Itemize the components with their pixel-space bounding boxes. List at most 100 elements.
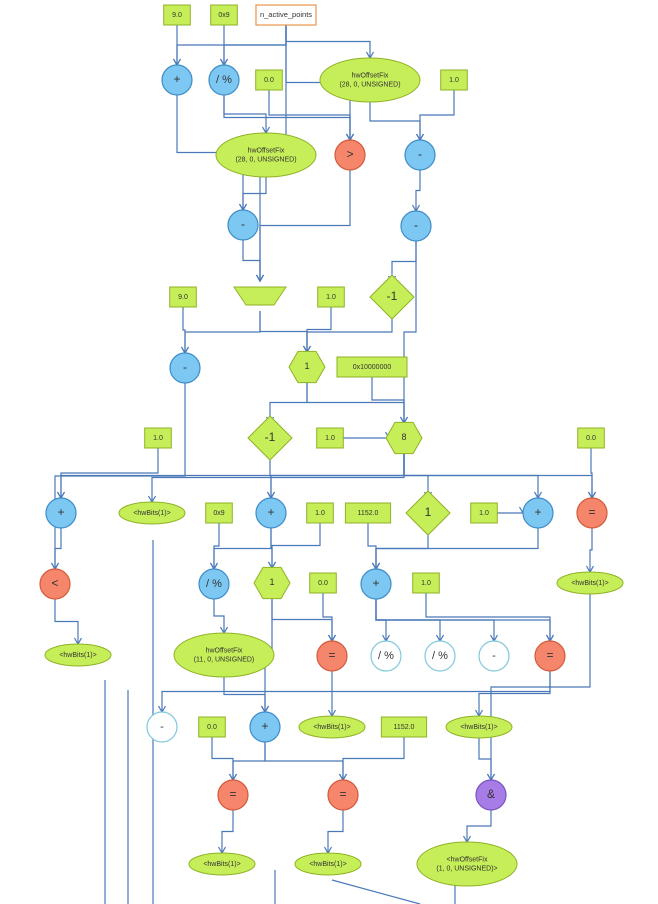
edge-c12-to-hex2 — [271, 523, 321, 568]
node-input[interactable]: n_active_points — [255, 4, 317, 26]
operator-circle — [522, 497, 554, 529]
node-op_sub3[interactable]: - — [400, 210, 432, 242]
edge-op_gt-to-mux1 — [259, 170, 351, 281]
node-e7[interactable]: <hwBits(1)> — [298, 715, 366, 739]
const-label: 1.0 — [421, 580, 431, 587]
type-ellipse — [215, 132, 317, 178]
type-label: hwOffsetFix(28, 0, UNSIGNED) — [339, 72, 400, 88]
node-e1[interactable]: hwOffsetFix(28, 0, UNSIGNED) — [215, 132, 317, 178]
node-op_add1[interactable]: + — [161, 64, 193, 96]
node-c6[interactable]: 1.0 — [317, 286, 345, 308]
type-label: <hwBits(1)> — [313, 724, 350, 731]
edge-op_mod2-to-e6 — [213, 599, 225, 633]
node-c10[interactable]: 0.0 — [577, 427, 605, 449]
node-c2[interactable]: 0x9 — [210, 4, 238, 26]
node-e10[interactable]: <hwBits(1)> — [294, 852, 362, 876]
node-op_mod4[interactable]: / % — [424, 640, 456, 672]
const-label: 1.0 — [153, 435, 163, 442]
node-op_mod1[interactable]: / % — [208, 64, 240, 96]
node-op_sub2[interactable]: - — [404, 139, 436, 171]
input-label: n_active_points — [260, 10, 312, 19]
type-ellipse — [188, 852, 256, 876]
edge-hex8-to-op_add3 — [270, 453, 405, 498]
node-op_and[interactable]: & — [475, 779, 507, 811]
node-c16[interactable]: 1.0 — [412, 572, 440, 594]
node-op_mod2[interactable]: / % — [198, 568, 230, 600]
node-e4[interactable]: <hwBits(1)> — [44, 643, 112, 667]
node-e5[interactable]: <hwBits(1)> — [556, 571, 624, 595]
type-ellipse — [44, 643, 112, 667]
edge-op_lt-to-e4 — [54, 599, 79, 644]
const-box — [163, 4, 191, 26]
operator-label: = — [229, 787, 236, 801]
node-op_eq3[interactable]: = — [534, 640, 566, 672]
node-e3[interactable]: <hwBits(1)> — [118, 501, 186, 525]
node-d2[interactable]: -1 — [247, 415, 293, 461]
operator-circle — [424, 640, 456, 672]
node-c9[interactable]: 1.0 — [316, 427, 344, 449]
node-c4[interactable]: 1.0 — [440, 69, 468, 91]
const-label: 1.0 — [315, 510, 325, 517]
node-e8[interactable]: <hwBits(1)> — [445, 715, 513, 739]
node-op_add5[interactable]: + — [360, 568, 392, 600]
node-e2[interactable]: hwOffsetFix(28, 0, UNSIGNED) — [319, 57, 421, 103]
node-op_add2[interactable]: + — [45, 497, 77, 529]
node-c14[interactable]: 1.0 — [470, 502, 498, 524]
edge-op_sub4-to-op_lt — [54, 383, 186, 569]
node-e6[interactable]: hwOffsetFix(11, 0, UNSIGNED) — [173, 632, 275, 678]
node-c3[interactable]: 0.0 — [255, 69, 283, 91]
edge-op_add4-to-op_add5 — [375, 528, 539, 569]
operator-circle — [217, 779, 249, 811]
edge-hex1-to-hex8 — [306, 382, 405, 423]
node-op_eq2[interactable]: = — [316, 640, 348, 672]
hexagon-label: 1 — [269, 577, 274, 587]
node-op_eq5[interactable]: = — [327, 779, 359, 811]
node-op_eq1[interactable]: = — [576, 497, 608, 529]
node-c11[interactable]: 0x9 — [205, 502, 233, 524]
node-op_sub6[interactable]: - — [146, 711, 178, 743]
node-mux1[interactable] — [233, 286, 287, 306]
operator-circle — [255, 497, 287, 529]
node-hex8[interactable]: 8 — [385, 421, 423, 455]
node-d3[interactable]: 1 — [405, 490, 451, 536]
diamond-shape — [369, 274, 415, 320]
node-c18[interactable]: 1152.0 — [380, 716, 428, 738]
operator-circle — [400, 210, 432, 242]
node-c7[interactable]: 0x10000000 — [336, 356, 408, 378]
operator-label: - — [241, 217, 245, 231]
node-op_mod3[interactable]: / % — [370, 640, 402, 672]
node-c8[interactable]: 1.0 — [144, 427, 172, 449]
node-op_sub1[interactable]: - — [227, 209, 259, 241]
edge-op_eq1-to-e5 — [589, 528, 593, 572]
node-c13[interactable]: 1152.0 — [344, 502, 392, 524]
const-box — [380, 716, 428, 738]
operator-circle — [198, 568, 230, 600]
node-op_gt[interactable]: > — [334, 139, 366, 171]
node-op_eq4[interactable]: = — [217, 779, 249, 811]
node-c17[interactable]: 0.0 — [198, 716, 226, 738]
node-e9[interactable]: <hwBits(1)> — [188, 852, 256, 876]
node-op_lt[interactable]: < — [39, 568, 71, 600]
node-op_add6[interactable]: + — [249, 711, 281, 743]
node-op_add3[interactable]: + — [255, 497, 287, 529]
type-label: <hwBits(1)> — [309, 861, 346, 868]
const-box — [306, 502, 334, 524]
node-hex2[interactable]: 1 — [253, 566, 291, 600]
node-c15[interactable]: 0.0 — [309, 572, 337, 594]
node-e11[interactable]: <hwOffsetFix(1, 0, UNSIGNED)> — [416, 841, 518, 887]
const-label: 1.0 — [326, 294, 336, 301]
node-op_sub4[interactable]: - — [169, 352, 201, 384]
node-op_sub5[interactable]: - — [478, 640, 510, 672]
edge-c13-to-op_add5 — [367, 523, 377, 569]
type-label: <hwBits(1)> — [460, 724, 497, 731]
node-c5[interactable]: 9.0 — [169, 286, 197, 308]
const-box — [412, 572, 440, 594]
node-c1[interactable]: 9.0 — [163, 4, 191, 26]
edge-input-to-op_add1 — [176, 25, 287, 65]
node-hex1[interactable]: 1 — [288, 350, 326, 384]
type-ellipse — [298, 715, 366, 739]
const-box — [309, 572, 337, 594]
node-c12[interactable]: 1.0 — [306, 502, 334, 524]
node-d1[interactable]: -1 — [369, 274, 415, 320]
node-op_add4[interactable]: + — [522, 497, 554, 529]
